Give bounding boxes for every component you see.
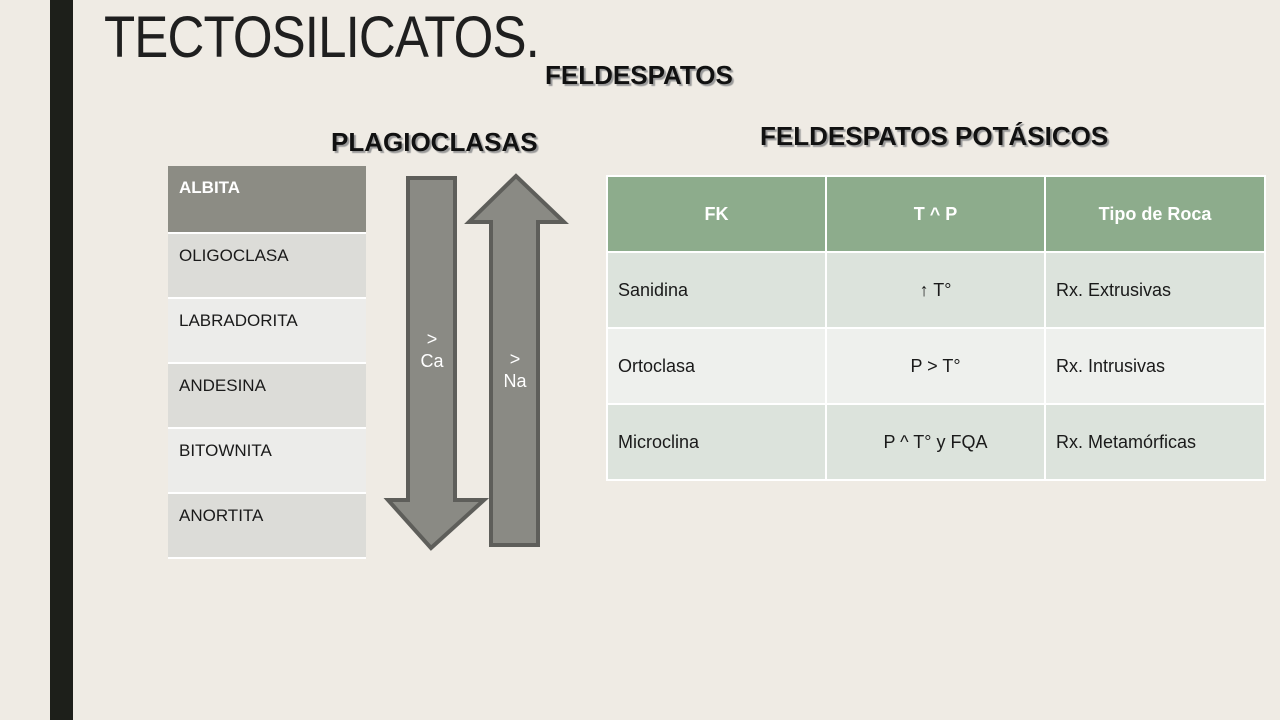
cell-rock-type: Rx. Intrusivas bbox=[1044, 327, 1266, 405]
down-arrow-icon bbox=[383, 176, 490, 551]
slide-title: TECTOSILICATOS. bbox=[104, 5, 540, 70]
table-row: Ortoclasa P > T° Rx. Intrusivas bbox=[606, 327, 1266, 405]
up-arrow-symbol: > bbox=[509, 349, 521, 369]
up-arrow-label: > Na bbox=[498, 348, 532, 392]
down-arrow-symbol: > bbox=[426, 329, 438, 349]
table-row: Sanidina ↑ T° Rx. Extrusivas bbox=[606, 251, 1266, 329]
cell-mineral: Ortoclasa bbox=[606, 327, 827, 405]
arrows-graphic bbox=[383, 173, 569, 551]
header-fk: FK bbox=[606, 175, 827, 253]
plag-item-oligoclasa: OLIGOCLASA bbox=[168, 234, 366, 299]
table-row: Microclina P ^ T° y FQA Rx. Metamórficas bbox=[606, 403, 1266, 481]
cell-mineral: Sanidina bbox=[606, 251, 827, 329]
down-arrow-label: > Ca bbox=[416, 328, 448, 372]
cell-rock-type: Rx. Metamórficas bbox=[1044, 403, 1266, 481]
up-arrow-text: Na bbox=[503, 371, 527, 391]
composition-arrows: > Ca > Na bbox=[380, 170, 580, 560]
cell-condition: P ^ T° y FQA bbox=[825, 403, 1046, 481]
cell-condition: ↑ T° bbox=[825, 251, 1046, 329]
plag-item-labradorita: LABRADORITA bbox=[168, 299, 366, 364]
potasicos-heading: FELDESPATOS POTÁSICOS bbox=[760, 121, 1109, 151]
plagioclasas-heading: PLAGIOCLASAS bbox=[331, 127, 538, 157]
plag-item-albita: ALBITA bbox=[168, 166, 366, 234]
sidebar-accent-bar bbox=[50, 0, 73, 720]
feldespatos-heading: FELDESPATOS bbox=[545, 60, 733, 90]
plag-item-anortita: ANORTITA bbox=[168, 494, 366, 559]
up-arrow-icon bbox=[464, 173, 569, 547]
down-arrow-text: Ca bbox=[420, 351, 444, 371]
header-t-p: T ^ P bbox=[825, 175, 1046, 253]
feldespatos-potasicos-table: FK T ^ P Tipo de Roca Sanidina ↑ T° Rx. … bbox=[606, 175, 1266, 481]
plag-item-bitownita: BITOWNITA bbox=[168, 429, 366, 494]
plag-item-andesina: ANDESINA bbox=[168, 364, 366, 429]
plagioclasas-list: ALBITA OLIGOCLASA LABRADORITA ANDESINA B… bbox=[168, 166, 366, 559]
cell-mineral: Microclina bbox=[606, 403, 827, 481]
header-tipo-roca: Tipo de Roca bbox=[1044, 175, 1266, 253]
cell-rock-type: Rx. Extrusivas bbox=[1044, 251, 1266, 329]
cell-condition: P > T° bbox=[825, 327, 1046, 405]
table-header-row: FK T ^ P Tipo de Roca bbox=[606, 175, 1266, 253]
